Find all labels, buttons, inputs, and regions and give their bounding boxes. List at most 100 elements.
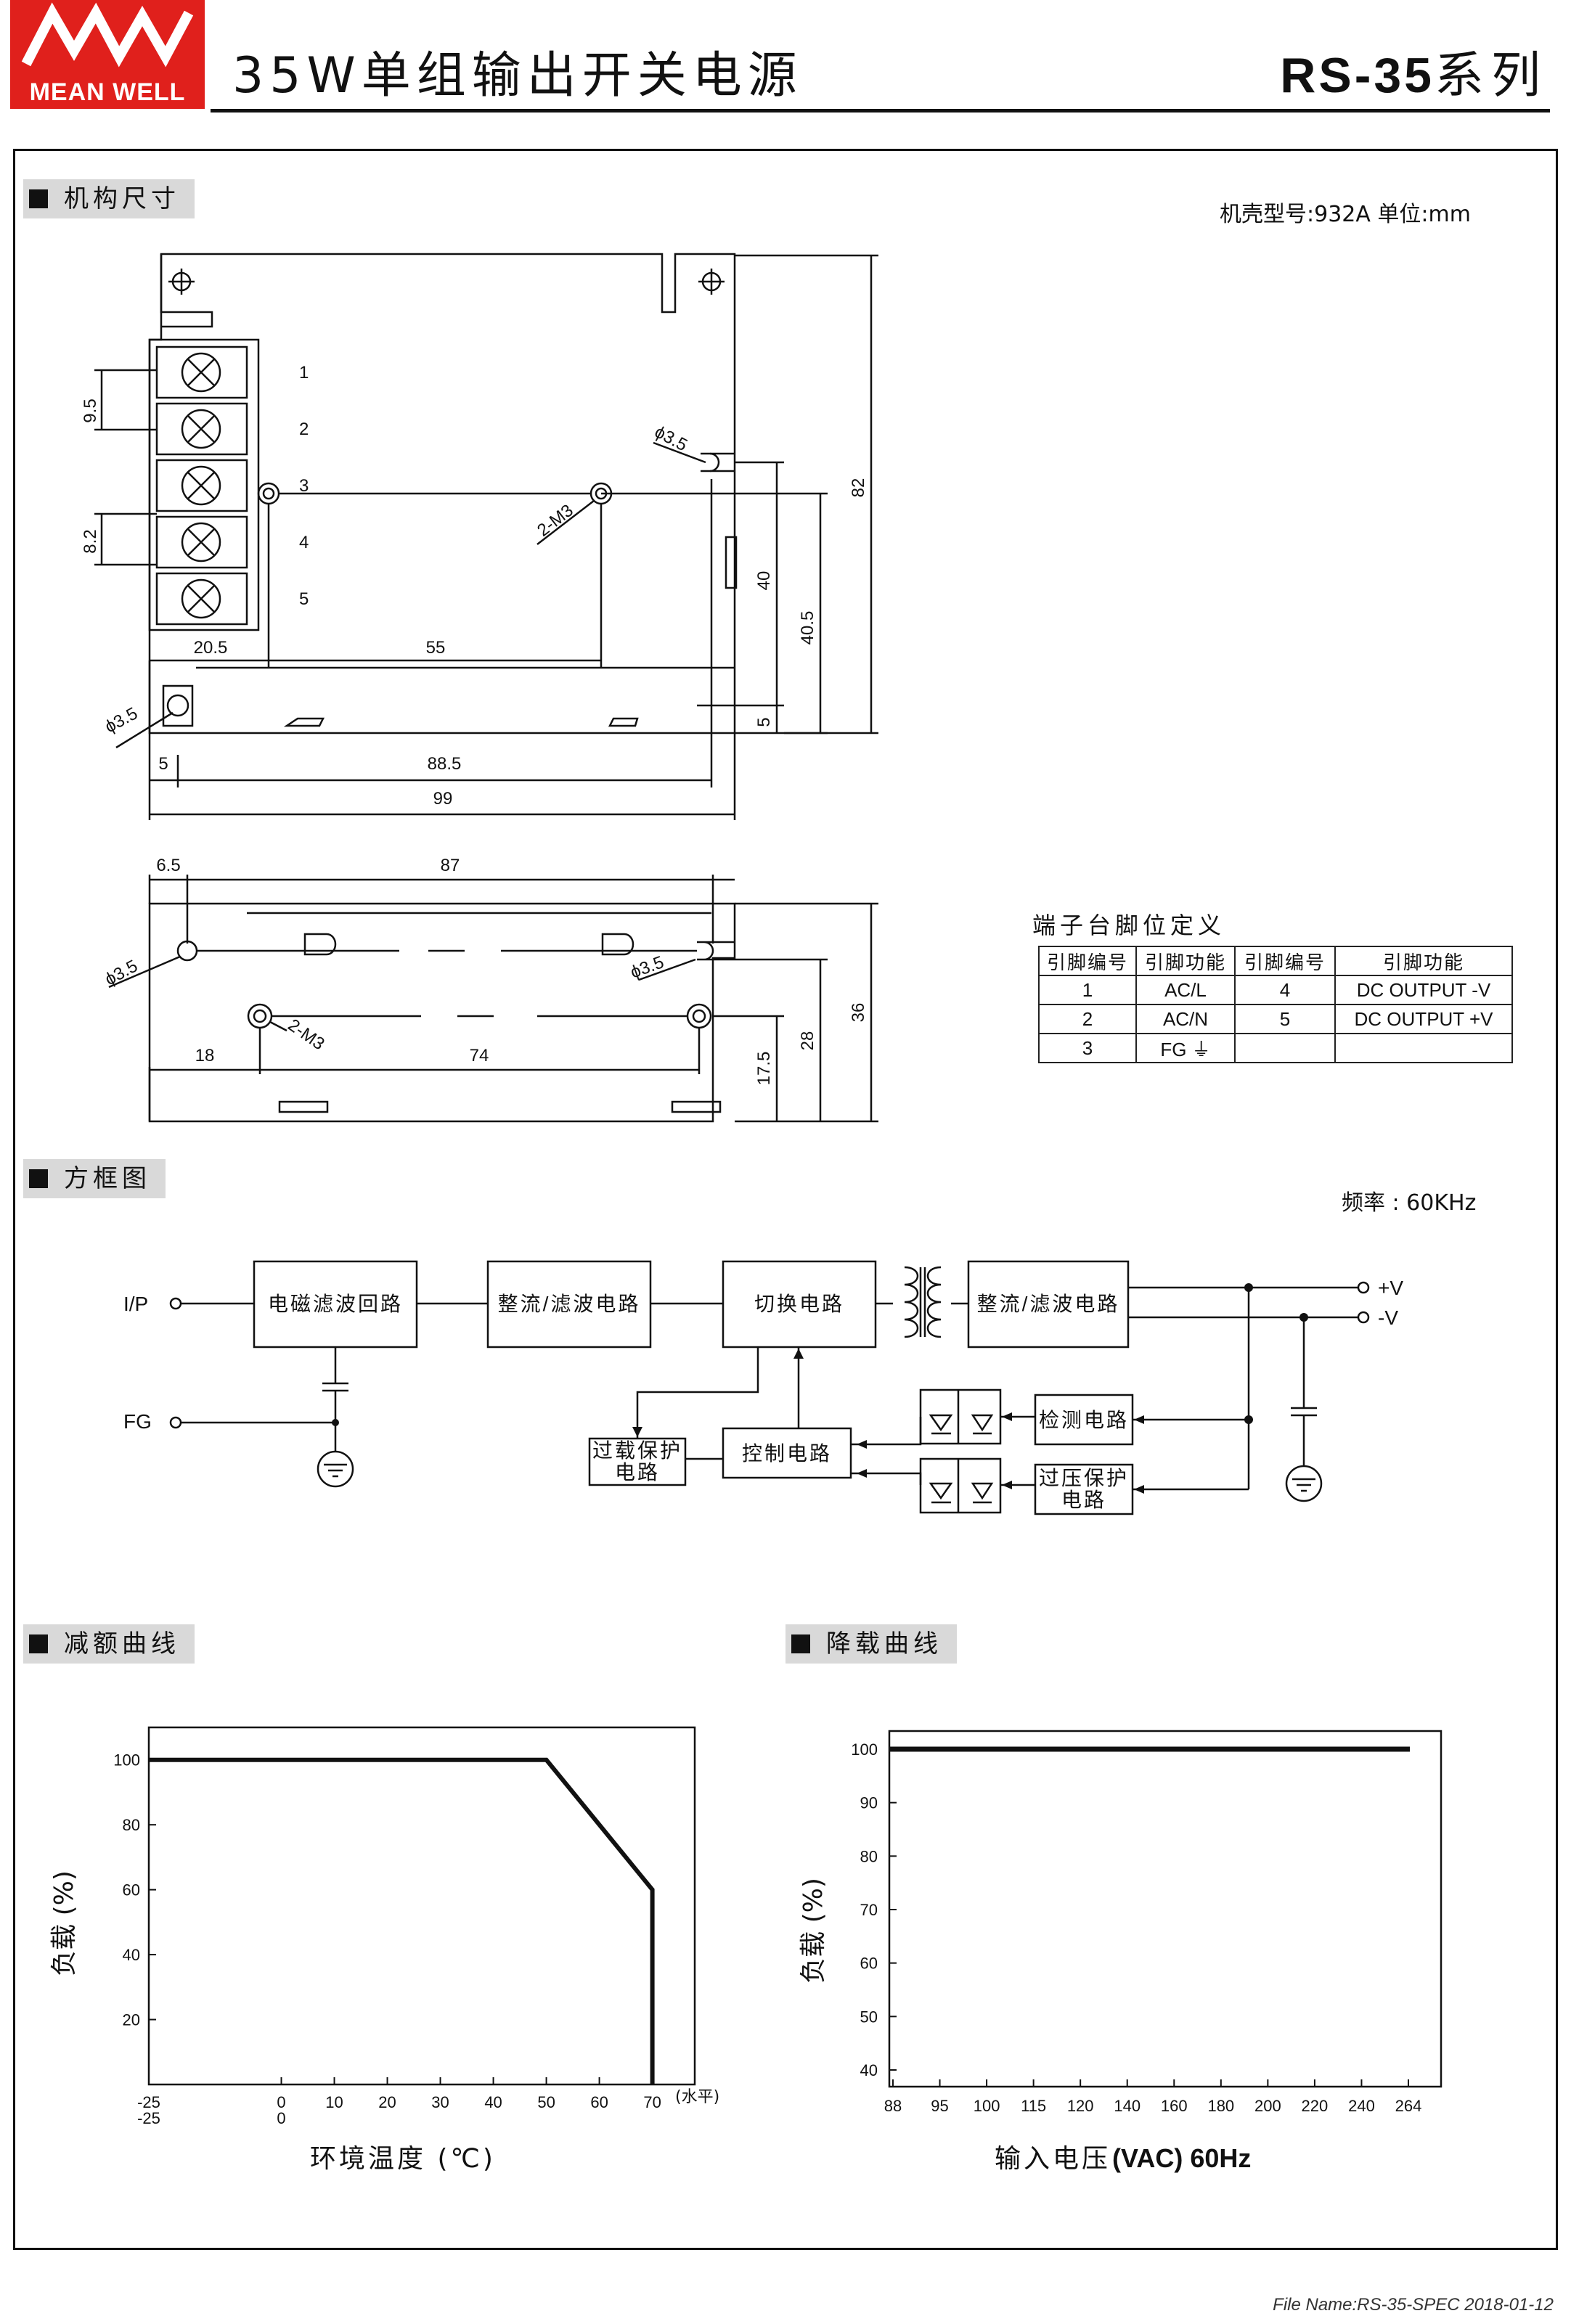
x-tick-label: 40 [484,2093,502,2111]
fg-label: FG [123,1410,152,1433]
block-control [722,1427,852,1479]
pin-table-header: 引脚编号 引脚功能 引脚编号 引脚功能 [1038,946,1513,976]
y-tick-label: 50 [860,2008,878,2026]
x-tick-label: 160 [1161,2097,1188,2115]
y-tick-label: 100 [113,1751,140,1769]
x-tick-label: 95 [931,2097,948,2115]
detect-label: 检测电路 [1039,1409,1129,1431]
series-title: RS-35系列 [1280,35,1548,107]
derating-x-unit-note: (水平) [675,2088,719,2106]
emi-label: 电磁滤波回路 [268,1293,403,1315]
pin-table-head-cell: 引脚编号 [1038,946,1137,976]
pin-cell: DC OUTPUT +V [1334,1004,1513,1034]
dim-28: 28 [798,1031,817,1051]
terminal-label: 4 [299,533,309,552]
dim-40-5: 40.5 [798,611,817,645]
header-rule [211,109,1550,112]
pin-table-title: 端子台脚位定义 [1032,912,1226,939]
x-tick-label: 220 [1302,2097,1329,2115]
dim-74: 74 [470,1046,489,1065]
section-label: 降载曲线 [826,1629,942,1658]
section-mechanical: 机构尺寸 [23,179,195,218]
pin-cell: FG ⏚ [1135,1033,1236,1063]
y-tick-label: 70 [860,1901,878,1919]
dim-18: 18 [195,1046,215,1065]
table-row: 1 AC/L 4 DC OUTPUT -V [1038,975,1513,1005]
pin-cell: 5 [1234,1004,1336,1034]
pin-cell [1334,1033,1513,1063]
dim-40: 40 [754,571,774,591]
pin-cell: 1 [1038,975,1137,1005]
terminal-label: 1 [299,363,309,382]
section-label: 机构尺寸 [64,184,180,213]
x-tick-label: 180 [1207,2097,1234,2115]
y-tick-label: 80 [860,1847,878,1865]
overload-label: 过载保护 [592,1439,682,1462]
dim-36: 36 [849,1003,868,1023]
overload-label: 电路 [615,1461,660,1484]
derating-plot-area [147,1726,696,2086]
y-tick-label: 20 [123,2011,140,2029]
y-tick-label: 80 [123,1816,140,1834]
pin-cell: AC/N [1135,1004,1236,1034]
dim-8-2: 8.2 [81,529,100,553]
section-block-diagram: 方框图 [23,1159,166,1198]
out-neg-label: -V [1378,1306,1398,1329]
dim-6-5: 6.5 [156,856,180,875]
pin-table-head-cell: 引脚功能 [1135,946,1236,976]
y-tick-label: 100 [851,1740,878,1759]
terminal-label: 2 [299,420,309,439]
x-tick-label: 50 [537,2093,555,2111]
x-tick-label: 200 [1254,2097,1281,2115]
dim-99: 99 [433,789,453,809]
content-frame [13,149,1558,2250]
dim-88-5: 88.5 [428,754,462,774]
x-tick-label: 60 [590,2093,608,2111]
pin-table: 引脚编号 引脚功能 引脚编号 引脚功能 1 AC/L 4 DC OUTPUT -… [1038,946,1513,1063]
x-tick-label: 20 [378,2093,396,2111]
load-plot-area [888,1730,1443,2088]
x-tick-label: 120 [1067,2097,1094,2115]
x-tick-label: 30 [431,2093,449,2111]
dim-9-5: 9.5 [81,398,100,422]
out-pos-label: +V [1378,1277,1403,1299]
series-model: RS-35 [1280,48,1435,103]
x-tick-label: 88 [884,2097,902,2115]
dim-5-right: 5 [754,717,774,727]
ip-label: I/P [123,1293,148,1315]
x-tick-label: 115 [1021,2097,1046,2115]
x-tick-label: 0 [277,2109,285,2127]
x-tick-label: 0 [277,2093,285,2111]
y-tick-label: 90 [860,1794,878,1812]
dim-20-5: 20.5 [194,638,228,658]
pin-table-head-cell: 引脚编号 [1234,946,1336,976]
page-title: 35W单组输出开关电源 [232,47,803,105]
pin-cell: AC/L [1135,975,1236,1005]
section-load-curve: 降载曲线 [786,1624,957,1664]
x-tick-label: 100 [974,2097,1000,2115]
terminal-label: 5 [299,589,309,609]
x-tick-label: 264 [1395,2097,1422,2115]
rect1-label: 整流/滤波电路 [498,1293,641,1315]
x-tick-label: -25 [137,2109,160,2127]
pin-cell: 2 [1038,1004,1137,1034]
terminal-label: 3 [299,476,309,496]
ovp-label: 过压保护 [1039,1467,1129,1489]
dim-17-5: 17.5 [754,1052,774,1086]
table-row: 2 AC/N 5 DC OUTPUT +V [1038,1004,1513,1034]
switch-label: 切换电路 [754,1293,844,1315]
mw-logo-icon [21,2,194,67]
dim-5-left: 5 [158,754,168,774]
section-bullet [29,189,48,208]
load-y-axis-label: 负载 (%) [799,1878,828,1984]
rect2-label: 整流/滤波电路 [977,1293,1120,1315]
section-bullet [29,1634,48,1653]
pin-cell: 4 [1234,975,1336,1005]
section-derating: 减额曲线 [23,1624,195,1664]
dim-82: 82 [849,478,868,498]
dim-87: 87 [441,856,460,875]
